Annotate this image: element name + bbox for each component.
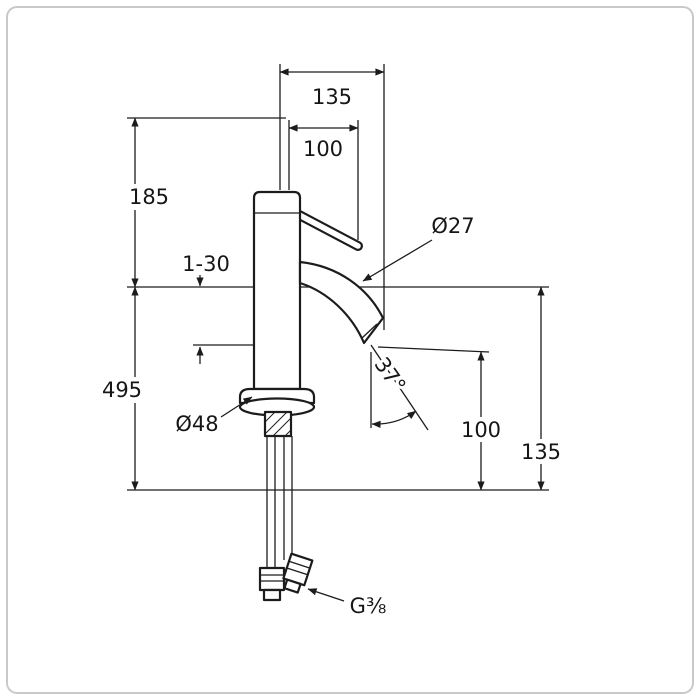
spout-outlet-line xyxy=(361,323,378,339)
threaded-shank xyxy=(263,410,293,438)
faucet xyxy=(238,190,385,602)
label-mask xyxy=(181,251,231,275)
leader-base-diameter xyxy=(220,396,253,418)
leader-lines xyxy=(220,239,433,602)
label-mask xyxy=(126,184,172,210)
dim-deck-thickness xyxy=(193,274,254,364)
dim-label-hose-length: 495 xyxy=(102,378,142,402)
faucet-spout xyxy=(298,260,385,345)
extension-line xyxy=(377,346,490,353)
spout-angle-annotation xyxy=(370,344,429,431)
leader-spout-diameter xyxy=(362,239,433,282)
dim-label-spout-reach: 135 xyxy=(312,85,352,109)
dim-label-outlet-height: 100 xyxy=(461,418,501,442)
dim-label-right-height: 135 xyxy=(521,440,561,464)
dim-label-body-height: 185 xyxy=(129,185,169,209)
angle-arc xyxy=(371,410,417,428)
dim-label-lever-reach: 100 xyxy=(303,137,343,161)
hose-connector-right xyxy=(282,552,314,594)
label-mask xyxy=(99,377,145,403)
dim-label-deck-thickness: 1-30 xyxy=(182,252,230,276)
dim-label-spout-angle: 37° xyxy=(369,353,410,397)
dimension-labels: 135 100 185 1-30 495 Ø27 37° 100 135 Ø48… xyxy=(99,82,564,621)
dim-spout-reach xyxy=(279,64,385,330)
dim-lever-reach xyxy=(288,120,359,240)
hose-connector-left xyxy=(258,566,286,602)
leader-thread-size xyxy=(307,588,345,602)
dim-label-base-diameter: Ø48 xyxy=(175,412,218,436)
label-mask xyxy=(459,417,503,442)
label-mask xyxy=(519,439,563,464)
faucet-body xyxy=(252,190,302,391)
dim-label-thread-size: G⅜ xyxy=(350,594,387,618)
supply-hoses xyxy=(266,436,293,572)
stream-direction-line xyxy=(370,344,429,431)
dim-label-spout-diameter: Ø27 xyxy=(431,214,474,238)
shank-hatching xyxy=(264,411,292,437)
image-border xyxy=(6,6,694,694)
